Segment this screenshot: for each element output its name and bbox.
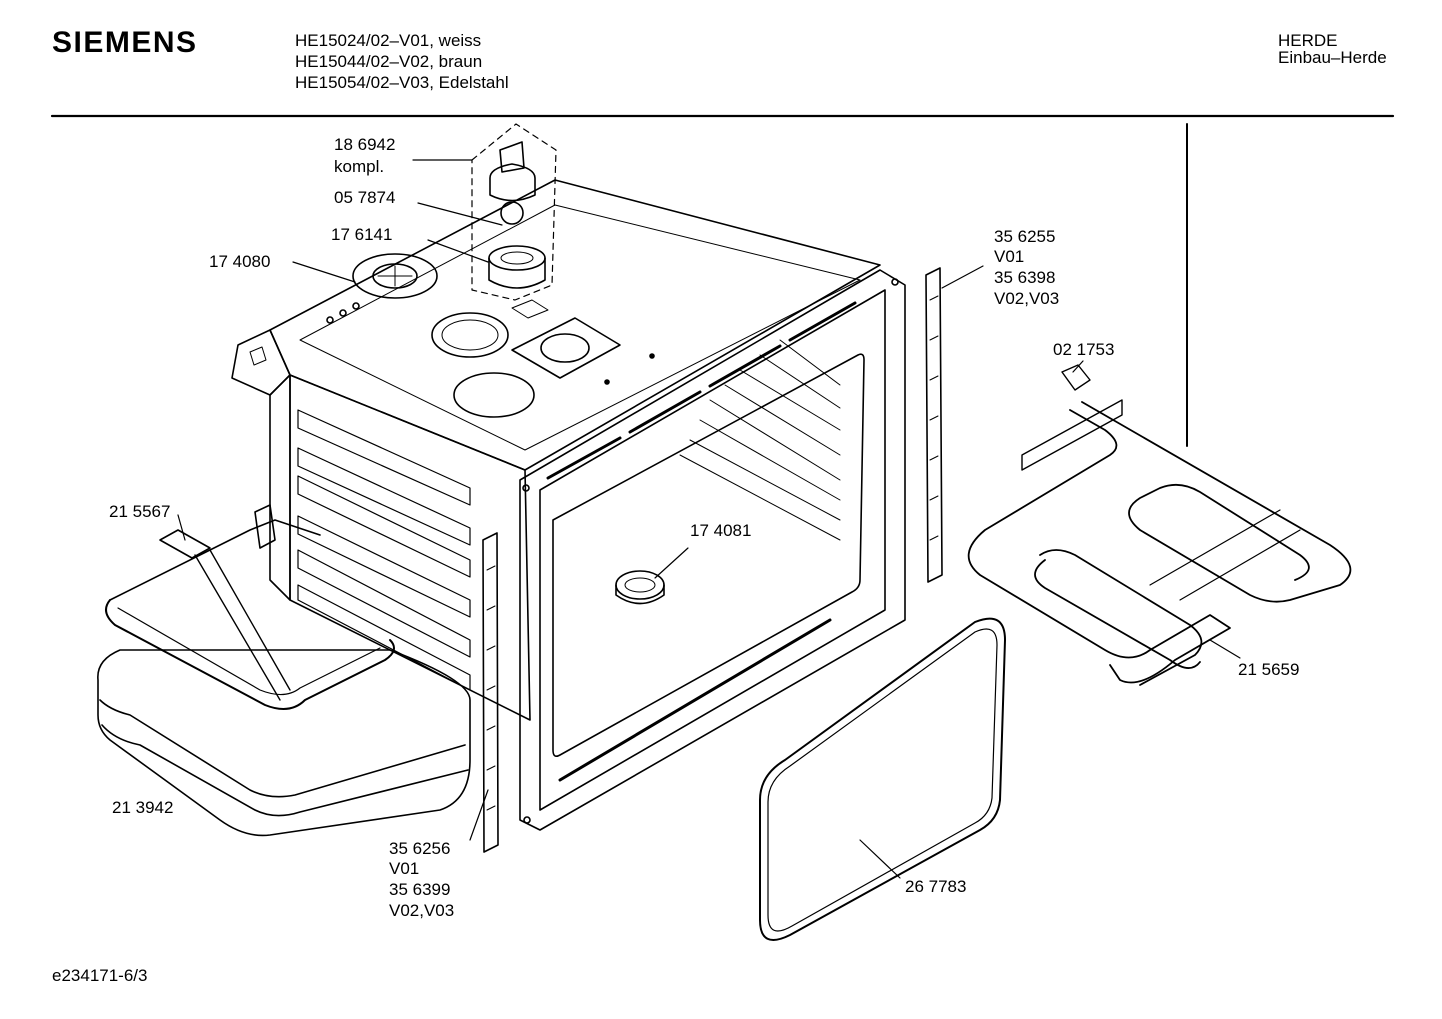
oven-cavity [231, 179, 906, 831]
part-label-186942-note: kompl. [334, 157, 385, 176]
model-line-3: HE15054/02–V03, Edelstahl [295, 73, 509, 92]
part-label-356399: 35 6399 [389, 880, 451, 899]
thermostat-plate [326, 253, 438, 324]
side-rail-left [482, 532, 499, 853]
part-label-356256-variant: V01 [389, 859, 420, 878]
side-rail-right [925, 267, 943, 583]
part-label-057874: 05 7874 [334, 188, 396, 207]
lamp-cover-174081 [615, 570, 665, 605]
drawing-id: e234171-6/3 [52, 966, 148, 985]
part-label-215659: 21 5659 [1238, 660, 1300, 679]
part-label-356398: 35 6398 [994, 268, 1056, 287]
brand-logo: SIEMENS [52, 26, 198, 59]
baking-trays [97, 649, 471, 837]
part-label-356399-variant: V02,V03 [389, 901, 455, 920]
part-label-215567: 21 5567 [109, 502, 171, 521]
leader-lines [177, 159, 1241, 879]
part-label-356255-variant: V01 [994, 247, 1025, 266]
grill-heating-element [967, 364, 1352, 686]
part-label-213942: 21 3942 [112, 798, 174, 817]
part-label-356256: 35 6256 [389, 839, 451, 858]
part-label-356398-variant: V02,V03 [994, 289, 1060, 308]
model-line-2: HE15044/02–V02, braun [295, 52, 483, 71]
part-label-186942: 18 6942 [334, 135, 396, 154]
part-label-174080: 17 4080 [209, 252, 271, 271]
lamp-assembly [471, 123, 557, 301]
part-label-176141: 17 6141 [331, 225, 393, 244]
rotisserie-frame [105, 504, 395, 710]
model-line-1: HE15024/02–V01, weiss [295, 31, 482, 50]
part-label-267783: 26 7783 [905, 877, 967, 896]
part-label-174081: 17 4081 [690, 521, 752, 540]
category-title: HERDE [1278, 31, 1338, 50]
door-seal [759, 617, 1006, 941]
subcategory-title: Einbau–Herde [1278, 48, 1387, 67]
part-label-021753: 02 1753 [1053, 340, 1115, 359]
part-label-356255: 35 6255 [994, 227, 1056, 246]
